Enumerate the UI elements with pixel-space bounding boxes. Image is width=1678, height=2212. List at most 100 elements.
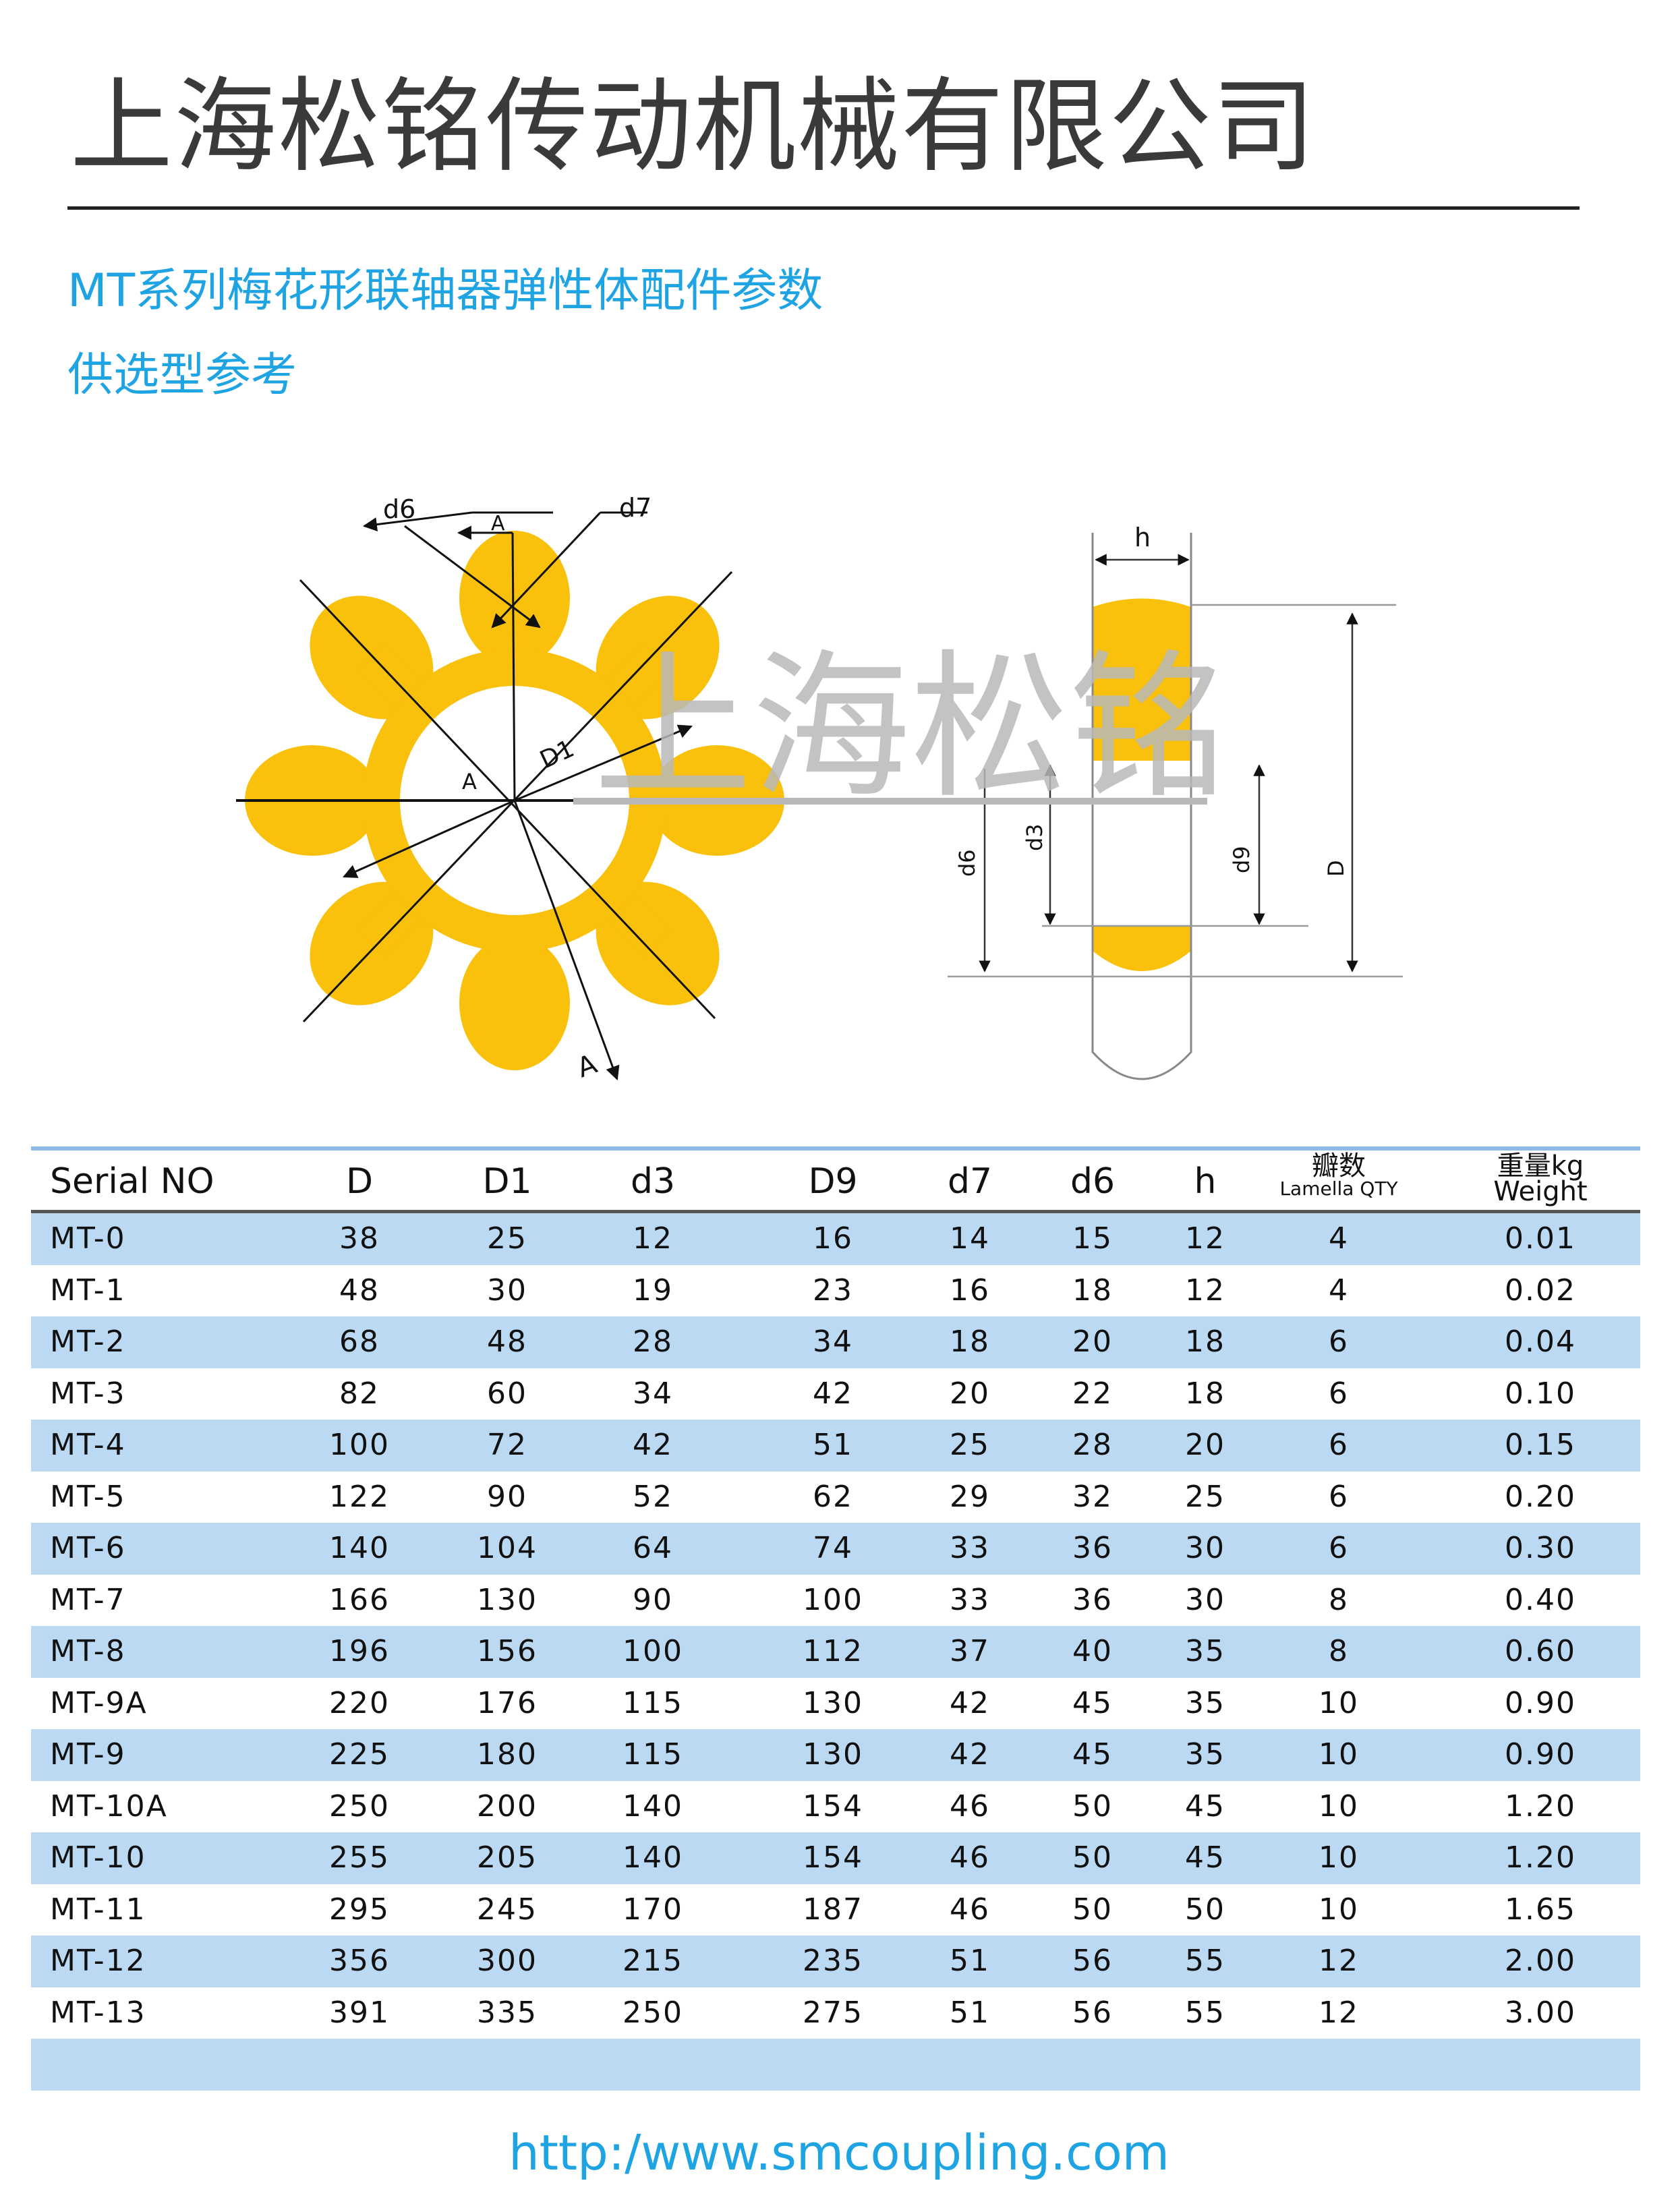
cell-d7: 46 [950, 1788, 990, 1824]
cell-lamella-qty: 12 [1319, 1944, 1359, 1978]
spider-front-view [245, 531, 784, 1070]
selection-note: 供选型参考 [67, 349, 297, 402]
cell-D9: 74 [813, 1531, 853, 1565]
cell-D1: 205 [477, 1840, 538, 1875]
cell-h: 18 [1185, 1325, 1225, 1359]
header-d6: d6 [1070, 1161, 1116, 1202]
website-link[interactable]: http:/www.smcoupling.com [509, 2124, 1169, 2181]
cell-serial: MT-13 [50, 1995, 146, 2030]
cell-D: 100 [329, 1428, 390, 1462]
cell-h: 30 [1185, 1582, 1225, 1617]
cell-d7: 29 [950, 1479, 990, 1514]
cell-serial: MT-1 [50, 1273, 126, 1308]
cell-lamella-qty: 10 [1319, 1840, 1359, 1875]
cell-d3: 250 [623, 1995, 683, 2030]
header-D: D [345, 1161, 374, 1202]
cell-d6: 18 [1072, 1273, 1113, 1308]
cell-weight: 0.90 [1505, 1685, 1576, 1720]
cell-d6: 50 [1072, 1788, 1113, 1824]
cell-d7: 20 [950, 1376, 990, 1411]
cell-serial: MT-10 [50, 1840, 146, 1875]
product-subtitle: MT系列梅花形联轴器弹性体配件参数 [67, 264, 823, 318]
cell-h: 35 [1185, 1685, 1225, 1720]
cell-d7: 33 [950, 1582, 990, 1617]
cell-D1: 48 [487, 1325, 527, 1359]
cell-serial: MT-3 [50, 1376, 126, 1411]
cell-D9: 51 [813, 1428, 853, 1462]
dimension-lines [236, 511, 769, 1080]
cell-d7: 42 [950, 1685, 990, 1720]
cell-D9: 16 [813, 1221, 853, 1256]
cell-d7: 46 [950, 1840, 990, 1875]
cell-D9: 130 [803, 1737, 863, 1772]
cell-d3: 115 [623, 1737, 683, 1772]
cell-d7: 33 [950, 1531, 990, 1565]
cell-D: 122 [329, 1479, 390, 1514]
cell-d7: 14 [950, 1221, 990, 1256]
label-a-top: A [491, 512, 505, 535]
cell-d3: 52 [633, 1479, 673, 1514]
cell-serial: MT-2 [50, 1325, 126, 1359]
cell-D9: 154 [803, 1788, 863, 1824]
cell-weight: 0.20 [1505, 1479, 1576, 1514]
cell-weight: 0.30 [1505, 1531, 1576, 1565]
cell-d3: 115 [623, 1685, 683, 1720]
cell-d3: 140 [623, 1788, 683, 1824]
cell-lamella-qty: 10 [1319, 1685, 1359, 1720]
cell-d3: 90 [633, 1582, 673, 1617]
cell-d6: 40 [1072, 1634, 1113, 1668]
cell-D9: 34 [813, 1325, 853, 1359]
cell-D1: 30 [487, 1273, 527, 1308]
cell-d7: 46 [950, 1892, 990, 1927]
cell-d3: 215 [623, 1944, 683, 1978]
cell-d7: 51 [950, 1995, 990, 2030]
cell-serial: MT-7 [50, 1582, 126, 1617]
cell-D: 196 [329, 1634, 390, 1668]
cell-h: 12 [1185, 1273, 1225, 1308]
cell-lamella-qty: 8 [1329, 1582, 1349, 1617]
cell-D: 250 [329, 1788, 390, 1824]
cell-serial: MT-5 [50, 1479, 126, 1514]
cell-lamella-qty: 10 [1319, 1788, 1359, 1824]
header-d3: d3 [630, 1161, 676, 1202]
cell-D: 38 [339, 1221, 380, 1256]
cell-weight: 0.15 [1505, 1428, 1576, 1462]
cell-D9: 275 [803, 1995, 863, 2030]
cell-h: 45 [1185, 1840, 1225, 1875]
cell-d7: 51 [950, 1944, 990, 1978]
cell-d6: 56 [1072, 1944, 1113, 1978]
label-h: h [1134, 523, 1151, 552]
cell-D1: 104 [477, 1531, 538, 1565]
cell-lamella-qty: 6 [1329, 1376, 1349, 1411]
cell-h: 30 [1185, 1531, 1225, 1565]
cell-D1: 300 [477, 1944, 538, 1978]
cell-weight: 0.40 [1505, 1582, 1576, 1617]
cell-D1: 90 [487, 1479, 527, 1514]
cell-d6: 56 [1072, 1995, 1113, 2030]
cell-D9: 130 [803, 1685, 863, 1720]
title-divider [67, 206, 1580, 210]
cell-weight: 0.01 [1505, 1221, 1576, 1256]
cell-d7: 18 [950, 1325, 990, 1359]
cell-h: 55 [1185, 1995, 1225, 2030]
header-h: h [1194, 1161, 1217, 1202]
cell-weight: 0.90 [1505, 1737, 1576, 1772]
cell-serial: MT-4 [50, 1428, 126, 1462]
cell-lamella-qty: 10 [1319, 1737, 1359, 1772]
cell-d7: 42 [950, 1737, 990, 1772]
cell-lamella-qty: 4 [1329, 1221, 1349, 1256]
cell-h: 55 [1185, 1944, 1225, 1978]
cell-D1: 245 [477, 1892, 538, 1927]
cell-D1: 176 [477, 1685, 538, 1720]
cell-d6: 50 [1072, 1840, 1113, 1875]
cell-d3: 34 [633, 1376, 673, 1411]
